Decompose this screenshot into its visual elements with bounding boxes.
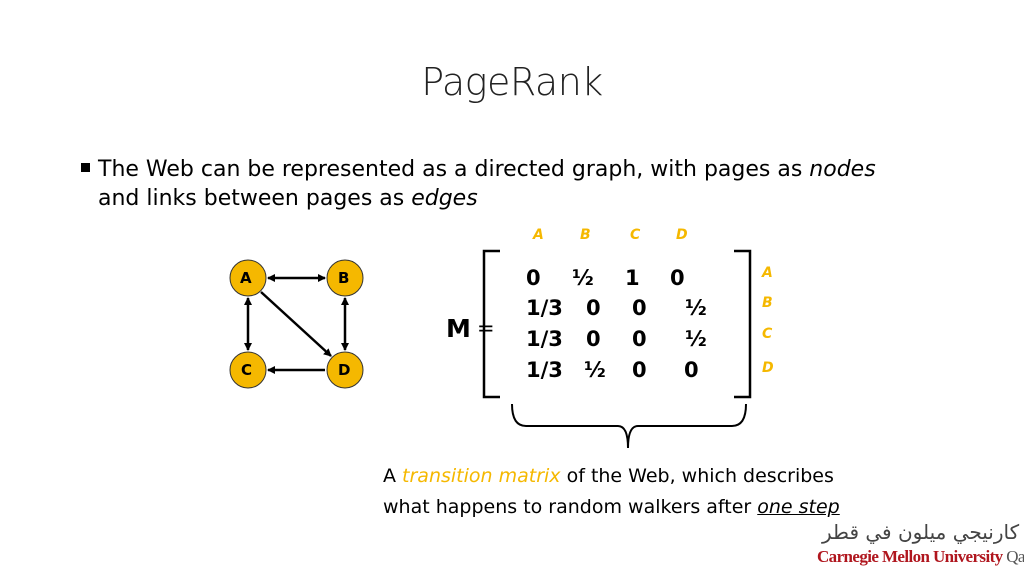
caption-line-2: what happens to random walkers after one…	[383, 492, 840, 523]
matrix-cell: 0	[684, 358, 699, 382]
node-a-label: A	[240, 269, 252, 287]
caption-line-1: A transition matrix of the Web, which de…	[383, 461, 834, 492]
bullet-line-2: and links between pages as edges	[98, 184, 478, 213]
node-a	[229, 259, 267, 297]
matrix-cell: 0	[632, 358, 647, 382]
logo-name: Carnegie Mellon University	[817, 547, 1003, 566]
node-d	[326, 351, 364, 389]
matrix-cell: ½	[584, 358, 606, 382]
matrix-name: M	[446, 314, 471, 343]
bullet-icon	[81, 163, 90, 172]
matrix-cell: 0	[632, 327, 647, 351]
bullet-text: The Web can be represented as a directed…	[98, 157, 810, 182]
bullet-text: and links between pages as	[98, 186, 412, 211]
left-bracket	[482, 249, 500, 399]
slide-title: PageRank	[421, 60, 603, 104]
matrix-cell: ½	[572, 266, 594, 290]
one-step-term: one step	[757, 496, 840, 518]
row-label-c: C	[762, 326, 773, 342]
logo-arabic: جامعة كارنيجي ميلون في قطر	[822, 520, 1024, 544]
edge-a-d	[260, 291, 332, 357]
col-label-a: A	[533, 227, 544, 243]
matrix-cell: 0	[526, 266, 541, 290]
transition-matrix-term: transition matrix	[402, 465, 561, 487]
matrix-cell: 1/3	[526, 358, 563, 382]
matrix-cell: ½	[685, 296, 707, 320]
node-d-label: D	[338, 361, 351, 379]
matrix-cell: 1/3	[526, 296, 563, 320]
matrix-cell: ½	[685, 327, 707, 351]
node-b	[326, 259, 364, 297]
underbrace	[511, 403, 747, 449]
row-label-d: D	[762, 360, 774, 376]
col-label-d: D	[676, 227, 688, 243]
matrix-equals: =	[477, 316, 495, 340]
logo-campus: Qatar	[1006, 547, 1024, 566]
matrix-cell: 1/3	[526, 327, 563, 351]
nodes-word: nodes	[809, 157, 876, 182]
caption-text: A	[383, 465, 403, 487]
node-c	[229, 351, 267, 389]
caption-text: what happens to random walkers after	[383, 496, 758, 518]
matrix-cell: 0	[670, 266, 685, 290]
caption-text: of the Web, which describes	[560, 465, 834, 487]
col-label-b: B	[580, 227, 591, 243]
node-b-label: B	[338, 269, 350, 287]
node-c-label: C	[241, 361, 253, 379]
matrix-cell: 0	[632, 296, 647, 320]
row-label-a: A	[762, 265, 773, 281]
bullet-line-1: The Web can be represented as a directed…	[98, 155, 876, 184]
matrix-cell: 0	[586, 327, 601, 351]
university-logo: Carnegie Mellon University Qatar	[817, 547, 1024, 567]
col-label-c: C	[630, 227, 641, 243]
matrix-cell: 1	[625, 266, 640, 290]
edges-word: edges	[411, 186, 478, 211]
right-bracket	[734, 249, 752, 399]
matrix-cell: 0	[586, 296, 601, 320]
row-label-b: B	[762, 295, 773, 311]
